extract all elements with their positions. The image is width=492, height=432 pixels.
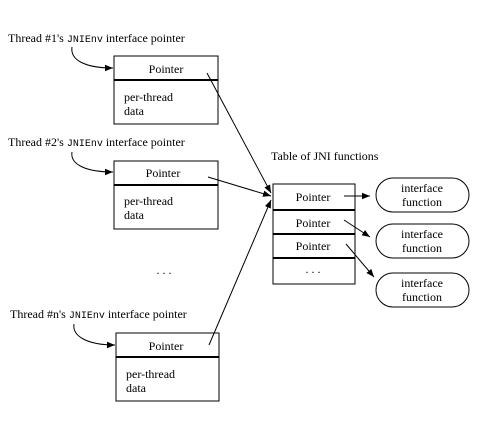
thread-2-curve-arrow: [71, 151, 114, 176]
thread-n-env-box: [115, 332, 220, 402]
thread-2-pointer-label: Pointer: [146, 166, 181, 180]
thread-n-data-line1: per-thread: [126, 367, 175, 381]
threads-ellipsis: . . .: [157, 263, 172, 277]
thread-n-to-table-arrow: [208, 199, 272, 346]
table-row-3-pointer: Pointer: [296, 239, 331, 253]
thread-n-data-line2: data: [126, 381, 147, 395]
thread-n-pointer-label: Pointer: [149, 339, 184, 353]
thread-n-curve-arrow: [73, 323, 116, 349]
thread-1-group: Thread #1's JNIEnv interface pointer Poi…: [8, 31, 219, 125]
thread-1-label: Thread #1's JNIEnv interface pointer: [8, 31, 185, 46]
thread-1-pointer-label: Pointer: [149, 62, 184, 76]
thread-1-data-line2: data: [124, 104, 145, 118]
function-2-line2: function: [402, 241, 442, 255]
function-1-line1: interface: [401, 181, 443, 195]
thread-2-label: Thread #2's JNIEnv interface pointer: [8, 135, 185, 150]
table-ellipsis: . . .: [306, 262, 321, 276]
thread-2-data-line2: data: [124, 208, 145, 222]
thread-2-to-table-arrow: [207, 176, 272, 197]
table-title: Table of JNI functions: [271, 149, 379, 163]
interface-function-1: interface function: [375, 177, 470, 213]
function-1-line2: function: [402, 195, 442, 209]
function-2-line1: interface: [401, 227, 443, 241]
function-1-pill: [375, 177, 470, 213]
thread-2-group: Thread #2's JNIEnv interface pointer Poi…: [8, 135, 219, 230]
thread-n-group: Thread #n's JNIEnv interface pointer Poi…: [10, 307, 220, 402]
interface-function-2: interface function: [375, 223, 470, 259]
interface-function-3: interface function: [375, 272, 470, 308]
thread-2-data-line1: per-thread: [124, 194, 173, 208]
row-3-to-function-arrow: [345, 243, 375, 278]
function-3-line1: interface: [401, 276, 443, 290]
row-2-to-function-arrow: [343, 219, 371, 238]
function-2-pill: [375, 223, 470, 259]
thread-1-to-table-arrow: [206, 72, 272, 194]
thread-1-data-line1: per-thread: [124, 90, 173, 104]
thread-2-env-box: [113, 160, 219, 230]
function-3-pill: [375, 272, 470, 308]
thread-1-curve-arrow: [71, 46, 114, 72]
table-row-2-pointer: Pointer: [296, 216, 331, 230]
jni-function-table: Table of JNI functions Pointer Pointer P…: [271, 149, 379, 285]
thread-n-label: Thread #n's JNIEnv interface pointer: [10, 307, 187, 322]
thread-1-env-box: [113, 55, 219, 125]
table-row-1-pointer: Pointer: [296, 190, 331, 204]
function-3-line2: function: [402, 290, 442, 304]
